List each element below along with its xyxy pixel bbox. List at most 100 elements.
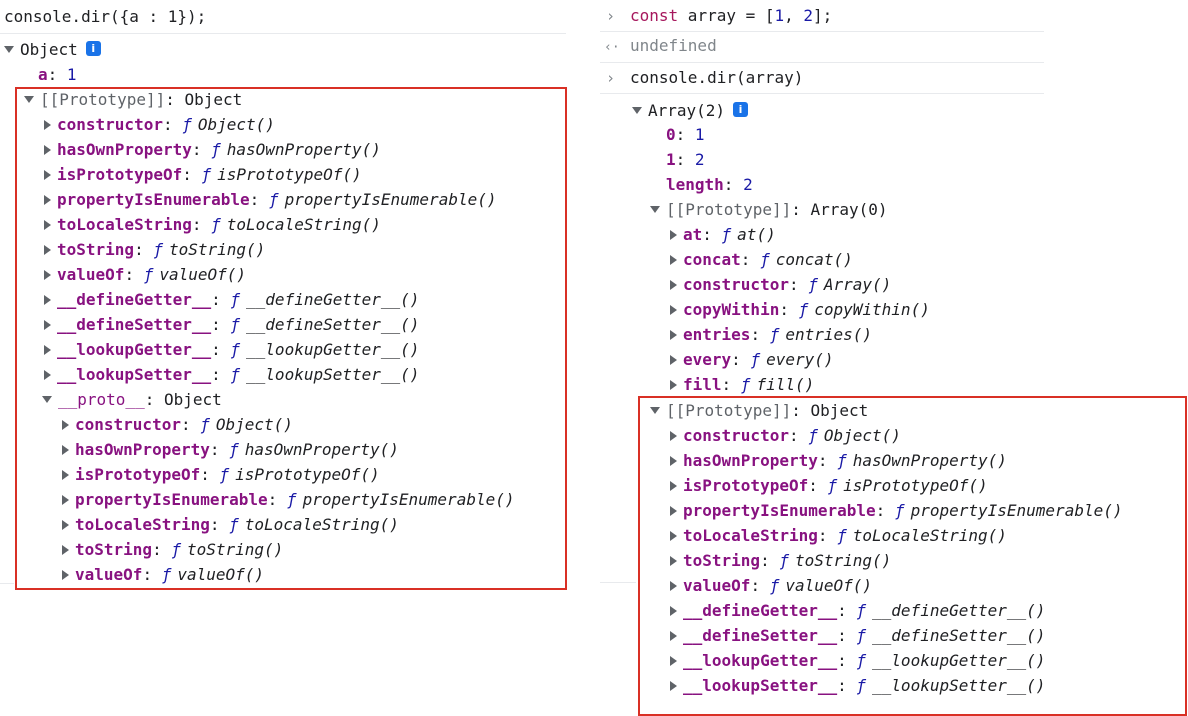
collapsed-triangle-icon[interactable]: [62, 419, 69, 430]
collapsed-triangle-icon[interactable]: [62, 469, 69, 480]
member-key: hasOwnProperty: [683, 451, 818, 470]
collapsed-triangle-icon[interactable]: [670, 580, 677, 591]
collapsed-triangle-icon[interactable]: [44, 244, 51, 255]
function-member-row[interactable]: __lookupGetter__: ƒ__lookupGetter__(): [44, 337, 419, 362]
function-member-row[interactable]: __defineSetter__: ƒ__defineSetter__(): [670, 623, 1045, 648]
console-input-line-2[interactable]: ›console.dir(array): [606, 63, 803, 93]
member-key: entries: [683, 325, 751, 344]
info-icon[interactable]: i: [733, 102, 749, 117]
function-member-row[interactable]: __lookupGetter__: ƒ__lookupGetter__(): [670, 648, 1045, 673]
collapsed-triangle-icon[interactable]: [670, 555, 677, 566]
collapsed-triangle-icon[interactable]: [670, 605, 677, 616]
function-icon: ƒ: [211, 140, 221, 159]
function-member-row[interactable]: __lookupSetter__: ƒ__lookupSetter__(): [44, 362, 419, 387]
expanded-triangle-icon[interactable]: [42, 396, 52, 403]
array-prototype-node[interactable]: [[Prototype]]: Array(0): [650, 197, 888, 222]
collapsed-triangle-icon[interactable]: [670, 480, 677, 491]
member-key: hasOwnProperty: [57, 140, 192, 159]
collapsed-triangle-icon[interactable]: [670, 655, 677, 666]
collapsed-triangle-icon[interactable]: [670, 354, 677, 365]
collapsed-triangle-icon[interactable]: [670, 229, 677, 240]
collapsed-triangle-icon[interactable]: [670, 630, 677, 641]
member-key: toString: [57, 240, 135, 259]
function-signature: __defineSetter__(): [872, 626, 1046, 645]
info-icon[interactable]: i: [85, 41, 101, 56]
expanded-triangle-icon[interactable]: [4, 46, 14, 53]
collapsed-triangle-icon[interactable]: [44, 269, 51, 280]
function-member-row[interactable]: __lookupSetter__: ƒ__lookupSetter__(): [670, 673, 1045, 698]
dunder-proto-node[interactable]: __proto__: Object: [42, 387, 222, 412]
collapsed-triangle-icon[interactable]: [44, 319, 51, 330]
expanded-triangle-icon[interactable]: [24, 96, 34, 103]
console-input-line-1[interactable]: ›const array = [1, 2];: [606, 1, 832, 31]
collapsed-triangle-icon[interactable]: [670, 455, 677, 466]
prompt-chevron-icon: ›: [606, 69, 616, 87]
collapsed-triangle-icon[interactable]: [44, 144, 51, 155]
expanded-triangle-icon[interactable]: [650, 407, 660, 414]
expanded-triangle-icon[interactable]: [632, 107, 642, 114]
collapsed-triangle-icon[interactable]: [62, 444, 69, 455]
prototype-node[interactable]: [[Prototype]]: Object: [24, 87, 242, 112]
collapsed-triangle-icon[interactable]: [670, 505, 677, 516]
collapsed-triangle-icon[interactable]: [670, 254, 677, 265]
collapsed-triangle-icon[interactable]: [670, 329, 677, 340]
result-arrow-icon: ‹·: [604, 40, 620, 55]
function-member-row[interactable]: __defineGetter__: ƒ__defineGetter__(): [44, 287, 419, 312]
collapsed-triangle-icon[interactable]: [44, 119, 51, 130]
function-member-row[interactable]: __defineGetter__: ƒ__defineGetter__(): [670, 598, 1045, 623]
collapsed-triangle-icon[interactable]: [62, 494, 69, 505]
collapsed-triangle-icon[interactable]: [44, 369, 51, 380]
collapsed-triangle-icon[interactable]: [44, 194, 51, 205]
function-signature: copyWithin(): [814, 300, 930, 319]
collapsed-triangle-icon[interactable]: [44, 219, 51, 230]
collapsed-triangle-icon[interactable]: [670, 279, 677, 290]
expanded-triangle-icon[interactable]: [650, 206, 660, 213]
member-key: constructor: [683, 426, 789, 445]
collapsed-triangle-icon[interactable]: [62, 569, 69, 580]
console-command-line[interactable]: console.dir({a : 1});: [4, 2, 206, 32]
function-member-row[interactable]: __defineSetter__: ƒ__defineSetter__(): [44, 312, 419, 337]
member-key: __defineSetter__: [683, 626, 838, 645]
collapsed-triangle-icon[interactable]: [44, 294, 51, 305]
collapsed-triangle-icon[interactable]: [62, 544, 69, 555]
collapsed-triangle-icon[interactable]: [44, 169, 51, 180]
collapsed-triangle-icon[interactable]: [670, 430, 677, 441]
array-tree-root[interactable]: Array(2)i: [632, 98, 749, 123]
collapsed-triangle-icon[interactable]: [44, 344, 51, 355]
collapsed-triangle-icon[interactable]: [670, 680, 677, 691]
collapsed-triangle-icon[interactable]: [670, 379, 677, 390]
collapsed-triangle-icon[interactable]: [670, 304, 677, 315]
collapsed-triangle-icon[interactable]: [62, 519, 69, 530]
collapsed-triangle-icon[interactable]: [670, 530, 677, 541]
object-prototype-node[interactable]: [[Prototype]]: Object: [650, 398, 868, 423]
